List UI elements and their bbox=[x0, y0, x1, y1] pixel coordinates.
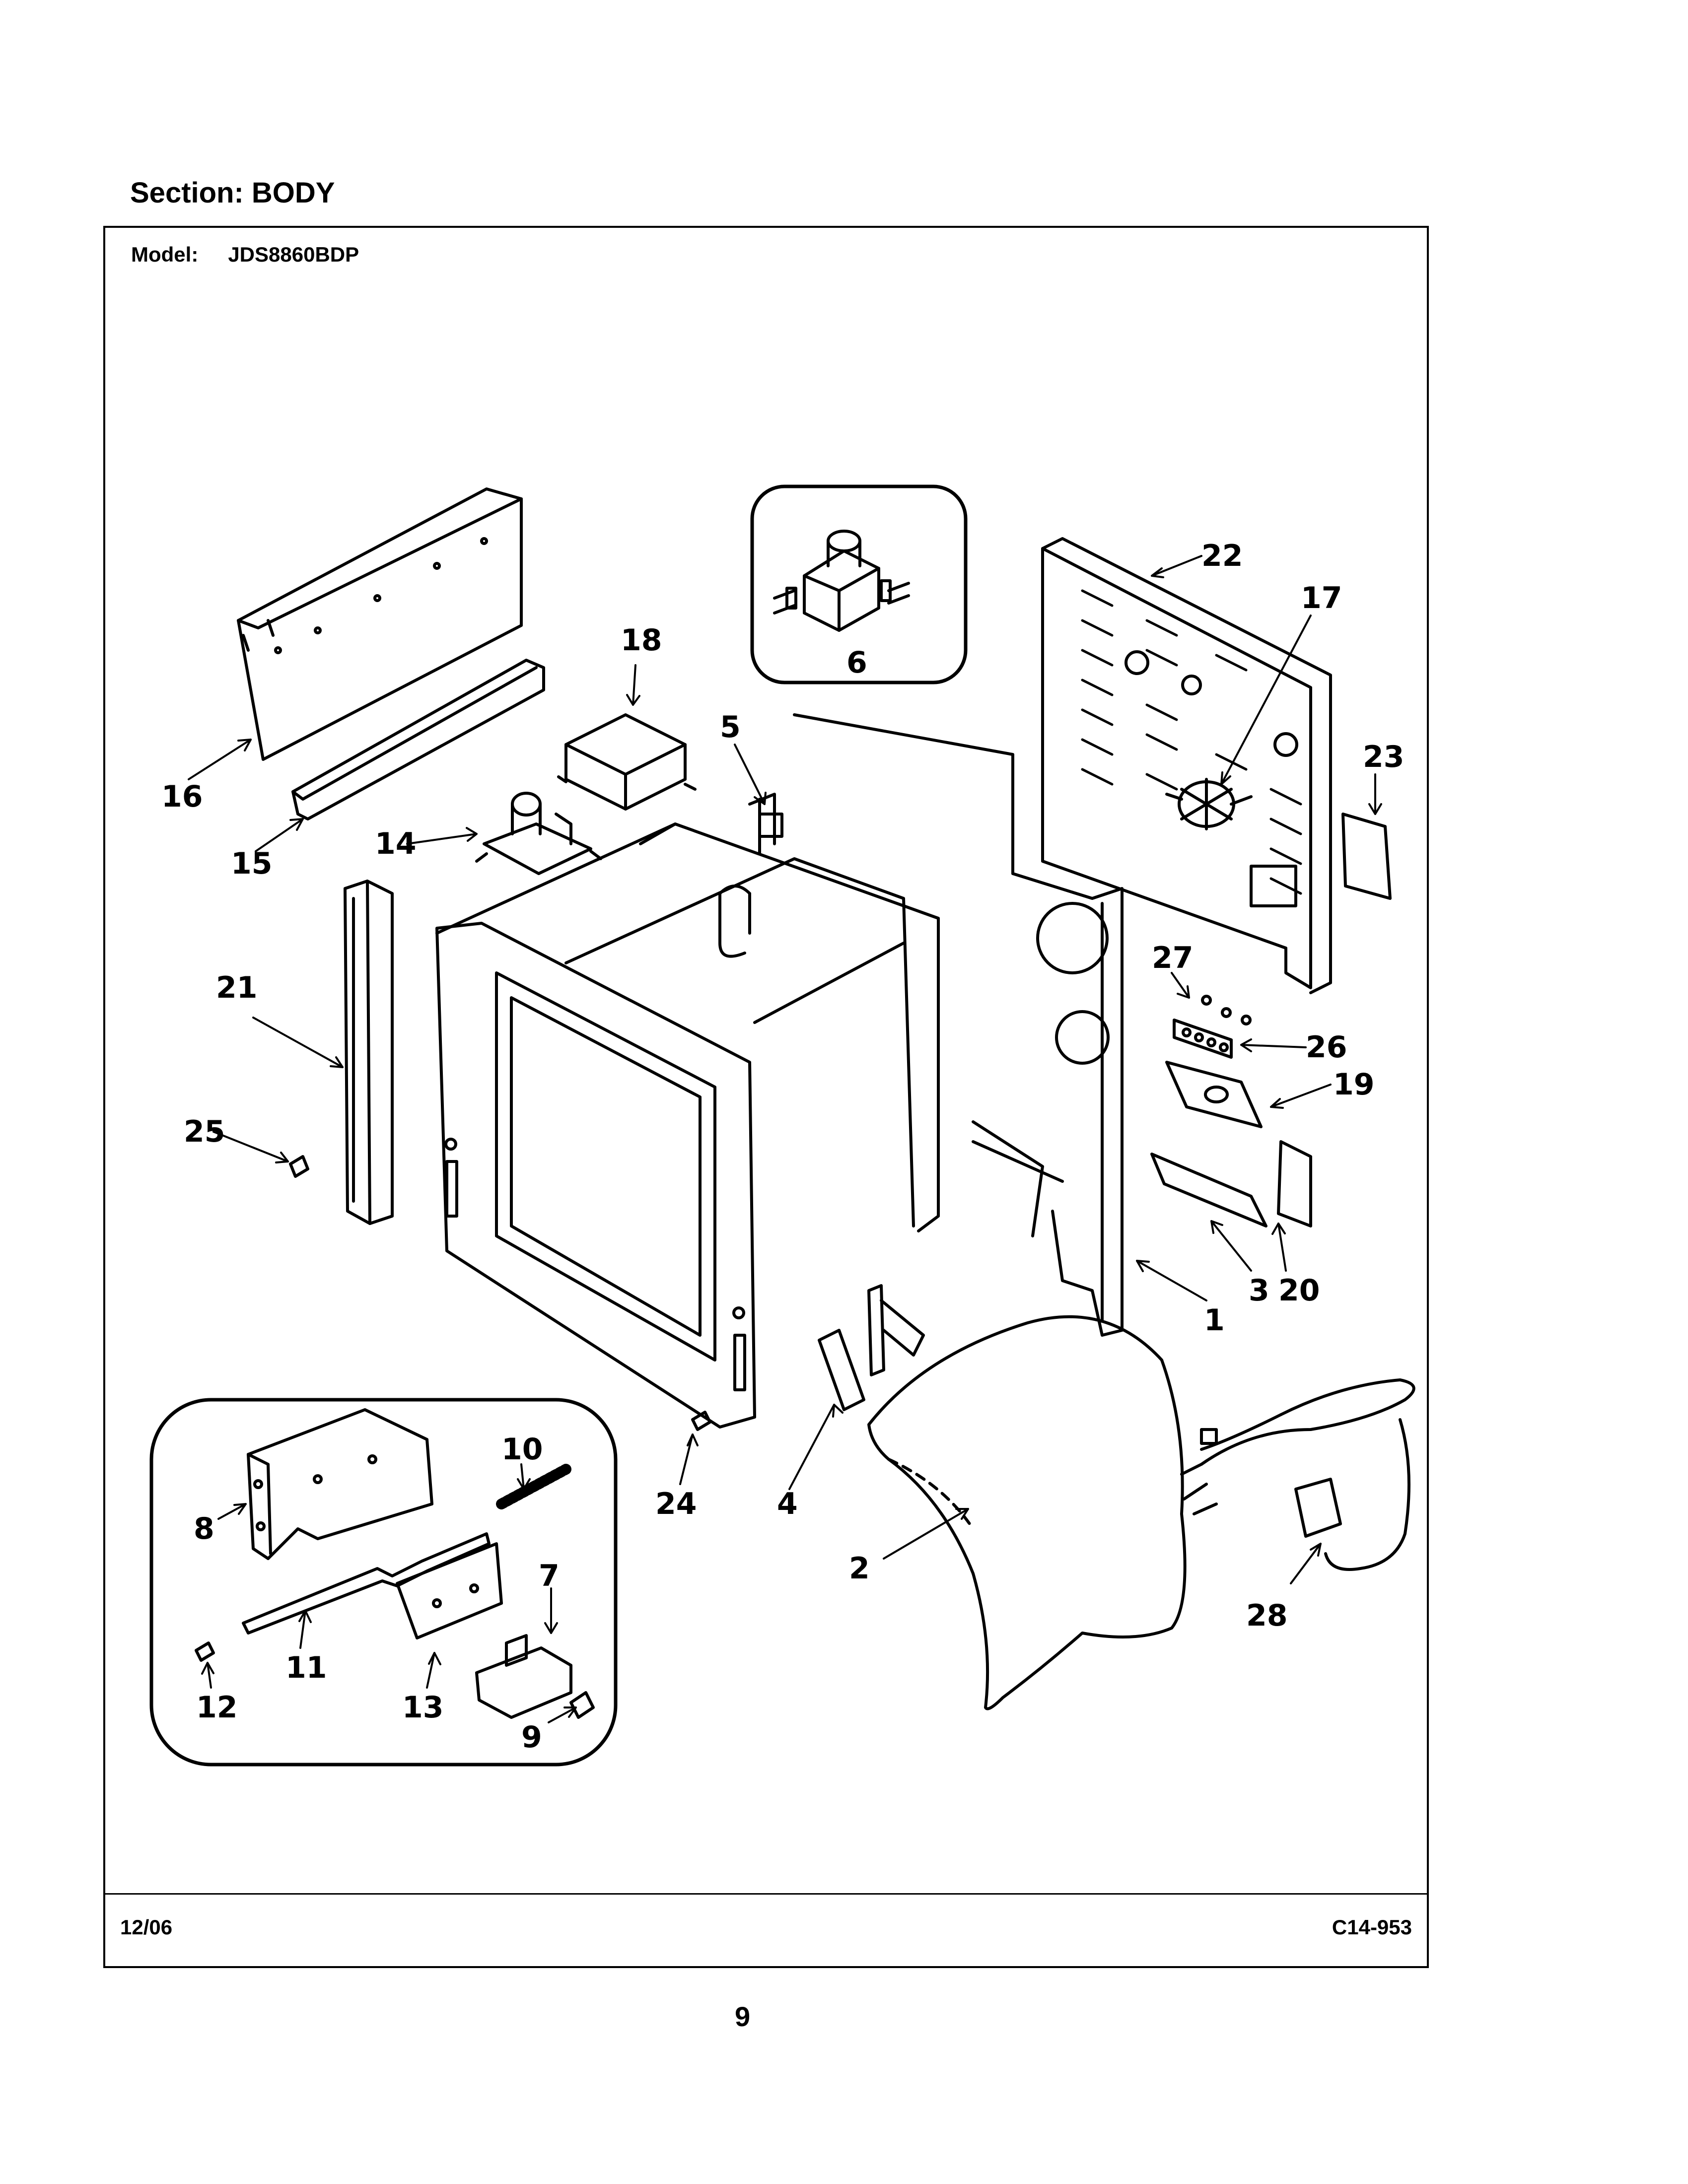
part-9-screw bbox=[569, 1691, 595, 1719]
callout-14: 14 bbox=[375, 826, 417, 861]
part-14-switch bbox=[475, 792, 602, 875]
part-27-screws bbox=[1201, 995, 1252, 1025]
diagram-frame: Model: JDS8860BDP 12/06 C14-953 bbox=[103, 226, 1429, 1968]
callout-12: 12 bbox=[196, 1690, 238, 1725]
part-22-rear-panel bbox=[1041, 537, 1332, 994]
part-25-screw bbox=[289, 1155, 309, 1178]
callout-28: 28 bbox=[1246, 1598, 1288, 1633]
part-28-power-cord bbox=[1180, 1378, 1415, 1571]
callout-labels: 16 15 18 5 6 22 17 23 14 21 25 27 26 19 … bbox=[161, 539, 1405, 1755]
part-24-screw bbox=[691, 1411, 711, 1431]
part-20-plate bbox=[1277, 1140, 1312, 1228]
part-7-micro-switch bbox=[475, 1634, 572, 1719]
part-10-spring bbox=[496, 1464, 571, 1509]
part-11-lock-rod bbox=[242, 1532, 491, 1635]
section-title: Section: BODY bbox=[130, 177, 335, 209]
leader-lines bbox=[188, 555, 1382, 1723]
callout-22: 22 bbox=[1201, 539, 1243, 573]
callout-27: 27 bbox=[1152, 941, 1194, 975]
callout-23: 23 bbox=[1363, 740, 1405, 774]
part-5-vent-tube bbox=[718, 793, 783, 958]
footer-divider bbox=[105, 1893, 1427, 1895]
model-line: Model: JDS8860BDP bbox=[131, 243, 359, 267]
callout-5: 5 bbox=[720, 710, 741, 745]
oven-front-frame bbox=[435, 922, 756, 1429]
callout-17: 17 bbox=[1301, 581, 1342, 615]
inset-door-lock bbox=[149, 1398, 618, 1767]
callout-19: 19 bbox=[1333, 1067, 1375, 1102]
callout-10: 10 bbox=[501, 1432, 543, 1467]
part-19-bracket bbox=[1165, 1061, 1263, 1128]
part-2-insulation bbox=[867, 1315, 1187, 1710]
drawing-code: C14-953 bbox=[1332, 1915, 1412, 1939]
part-17-fan-motor bbox=[1165, 778, 1253, 830]
thermostat-part bbox=[773, 530, 910, 632]
part-4-door-hinge bbox=[818, 1284, 925, 1411]
callout-20: 20 bbox=[1278, 1273, 1320, 1308]
part-18-cover bbox=[557, 713, 697, 811]
page-number: 9 bbox=[735, 2001, 751, 2032]
callout-13: 13 bbox=[402, 1690, 444, 1725]
revision-date: 12/06 bbox=[120, 1915, 173, 1939]
model-number: JDS8860BDP bbox=[228, 243, 359, 266]
part-26-terminal-block bbox=[1173, 1019, 1233, 1059]
part-13-plate bbox=[396, 1542, 503, 1639]
callout-15: 15 bbox=[231, 846, 273, 881]
part-1-side-panel bbox=[793, 713, 1124, 1337]
part-15-angle-rail bbox=[291, 659, 545, 820]
part-16-top-panel bbox=[237, 487, 523, 761]
callout-4: 4 bbox=[777, 1487, 798, 1521]
callout-7: 7 bbox=[539, 1559, 560, 1593]
callout-26: 26 bbox=[1306, 1030, 1347, 1065]
callout-3: 3 bbox=[1249, 1273, 1269, 1308]
inset-thermostat bbox=[750, 484, 968, 684]
callout-16: 16 bbox=[161, 779, 203, 814]
oven-cavity bbox=[435, 822, 940, 1232]
callout-9: 9 bbox=[521, 1720, 542, 1755]
callout-18: 18 bbox=[621, 623, 662, 658]
callout-25: 25 bbox=[184, 1114, 225, 1149]
part-8-lock-bracket bbox=[247, 1408, 433, 1560]
part-12-nut bbox=[195, 1641, 215, 1662]
callout-8: 8 bbox=[194, 1511, 214, 1546]
callout-24: 24 bbox=[655, 1487, 697, 1521]
callout-2: 2 bbox=[849, 1551, 870, 1586]
callout-21: 21 bbox=[216, 970, 258, 1005]
model-label: Model: bbox=[131, 243, 199, 266]
part-3-rail bbox=[1150, 1153, 1267, 1228]
callout-11: 11 bbox=[285, 1650, 327, 1685]
callout-1: 1 bbox=[1204, 1303, 1225, 1338]
part-21-side-trim bbox=[344, 880, 394, 1225]
part-23-cover bbox=[1341, 813, 1392, 900]
callout-6: 6 bbox=[846, 645, 867, 680]
